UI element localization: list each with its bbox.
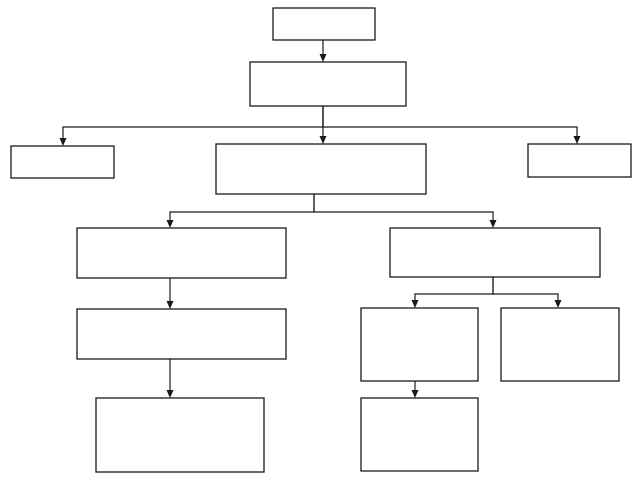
node-box-right-sub-left bbox=[360, 307, 479, 382]
edge-line-right-branch-to-right-sub-right bbox=[492, 277, 559, 300]
node-right-branch bbox=[389, 227, 601, 278]
arrowhead-icon bbox=[319, 136, 327, 144]
edge-center-to-right-branch bbox=[313, 194, 497, 228]
node-right-sub-left bbox=[360, 307, 479, 382]
arrowhead-icon bbox=[166, 220, 174, 228]
edge-right-branch-to-right-sub-left bbox=[411, 277, 494, 308]
edge-line-level2-to-left-leaf bbox=[62, 106, 324, 138]
arrowhead-icon bbox=[554, 300, 562, 308]
edge-right-branch-to-right-sub-right bbox=[492, 277, 562, 308]
node-box-center bbox=[215, 143, 427, 195]
node-right-sub-left-bottom bbox=[360, 397, 479, 472]
node-box-right-sub-right bbox=[500, 307, 620, 382]
edge-left-middle-to-left-bottom bbox=[166, 359, 174, 398]
edge-left-branch-to-left-middle bbox=[166, 278, 174, 309]
arrowhead-icon bbox=[411, 300, 419, 308]
edge-root-to-level2 bbox=[319, 40, 327, 62]
edge-line-center-to-right-branch bbox=[313, 194, 494, 220]
edge-line-right-branch-to-right-sub-left bbox=[414, 277, 494, 300]
arrowhead-icon bbox=[573, 136, 581, 144]
node-box-left-middle bbox=[76, 308, 287, 360]
node-left-leaf bbox=[10, 145, 115, 179]
node-left-middle bbox=[76, 308, 287, 360]
edge-level2-to-right-leaf bbox=[322, 106, 581, 144]
node-center bbox=[215, 143, 427, 195]
arrowhead-icon bbox=[166, 301, 174, 309]
arrowhead-icon bbox=[59, 138, 67, 146]
edge-right-sub-left-to-right-sub-left-bottom bbox=[411, 381, 419, 398]
node-box-left-bottom bbox=[95, 397, 265, 473]
node-right-sub-right bbox=[500, 307, 620, 382]
node-box-level2 bbox=[249, 61, 407, 107]
node-box-left-leaf bbox=[10, 145, 115, 179]
node-box-right-branch bbox=[389, 227, 601, 278]
edge-line-level2-to-right-leaf bbox=[322, 106, 578, 136]
node-left-bottom bbox=[95, 397, 265, 473]
boxes bbox=[10, 7, 632, 473]
node-box-right-leaf bbox=[527, 143, 632, 178]
edge-center-to-left-branch bbox=[166, 194, 315, 228]
arrowhead-icon bbox=[166, 390, 174, 398]
node-box-left-branch bbox=[76, 227, 287, 279]
arrowhead-icon bbox=[489, 220, 497, 228]
arrowhead-icon bbox=[319, 54, 327, 62]
node-root bbox=[272, 7, 376, 41]
connectors bbox=[59, 40, 581, 398]
node-box-right-sub-left-bottom bbox=[360, 397, 479, 472]
node-level2 bbox=[249, 61, 407, 107]
node-box-root bbox=[272, 7, 376, 41]
arrowhead-icon bbox=[411, 390, 419, 398]
node-left-branch bbox=[76, 227, 287, 279]
edge-line-center-to-left-branch bbox=[169, 194, 315, 220]
edge-level2-to-left-leaf bbox=[59, 106, 324, 146]
node-right-leaf bbox=[527, 143, 632, 178]
